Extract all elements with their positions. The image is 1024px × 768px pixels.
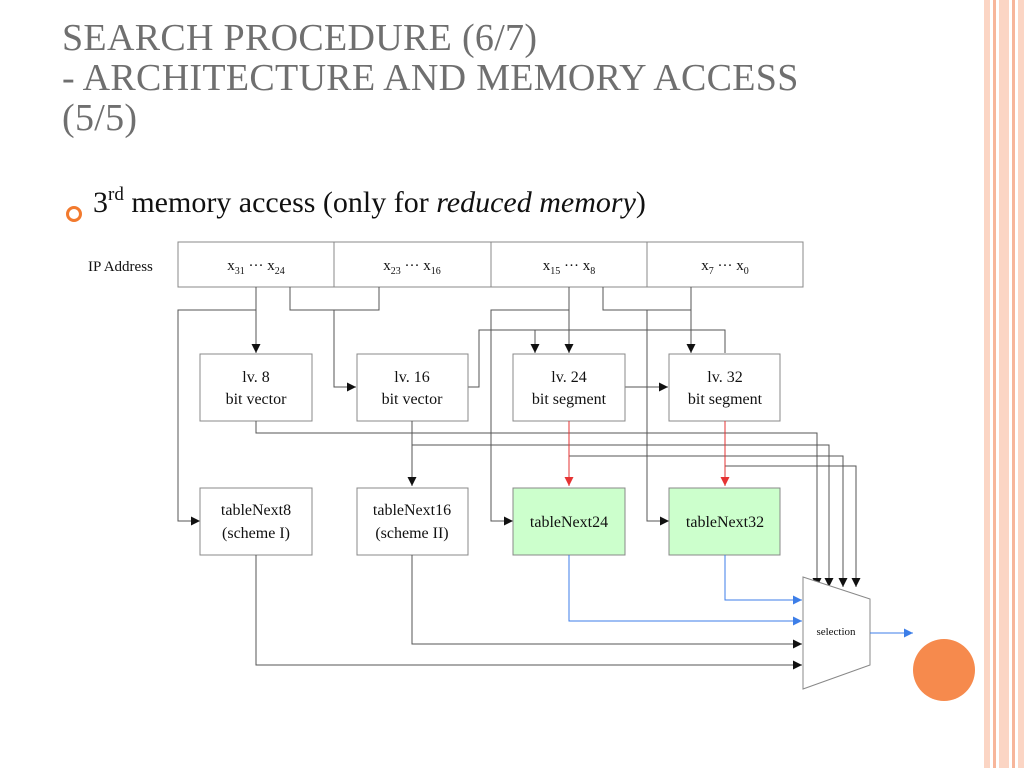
table-box-label: (scheme I) bbox=[222, 525, 290, 542]
bullet-prefix: 3 bbox=[93, 186, 108, 219]
connector-arrow bbox=[646, 310, 669, 526]
table-box-tablenext24 bbox=[512, 487, 626, 556]
stripe bbox=[1012, 0, 1015, 768]
stripe bbox=[984, 0, 990, 768]
bullet-suffix: ) bbox=[635, 186, 646, 219]
ip-field-box bbox=[177, 241, 335, 288]
connector-arrow bbox=[412, 444, 834, 587]
connector-arrow bbox=[255, 555, 802, 670]
ip-field-box bbox=[646, 241, 804, 288]
connector-line bbox=[289, 287, 380, 311]
level-box-label: bit segment bbox=[688, 391, 763, 408]
bullet-body: memory access (only for bbox=[123, 186, 437, 219]
bullet-icon bbox=[66, 206, 82, 222]
ip-field-box bbox=[490, 241, 648, 288]
slide-title: SEARCH PROCEDURE (6/7) - ARCHITECTURE AN… bbox=[62, 18, 942, 138]
level-box-label: bit vector bbox=[382, 391, 444, 408]
connector-arrow bbox=[468, 329, 540, 388]
level-box-lv8 bbox=[199, 353, 313, 422]
ip-field-box bbox=[333, 241, 492, 288]
decorative-stripes bbox=[984, 0, 1024, 768]
connector-arrow bbox=[177, 309, 256, 526]
ip-field-label: x23 ··· x16 bbox=[383, 258, 441, 277]
stripe bbox=[999, 0, 1009, 768]
level-box-label: lv. 16 bbox=[394, 369, 429, 386]
ip-field-label: x15 ··· x8 bbox=[543, 258, 596, 277]
title-line-3: (5/5) bbox=[62, 97, 138, 139]
connector-line bbox=[535, 329, 726, 353]
connector-arrow bbox=[255, 421, 822, 587]
ip-field-label: x7 ··· x0 bbox=[701, 258, 749, 277]
table-box-tablenext8 bbox=[199, 487, 313, 556]
title-line-2: - ARCHITECTURE AND MEMORY ACCESS bbox=[62, 57, 799, 99]
level-box-label: bit vector bbox=[226, 391, 288, 408]
connector-line bbox=[602, 287, 692, 311]
stripe bbox=[1018, 0, 1024, 768]
ip-field-label: x31 ··· x24 bbox=[227, 258, 285, 277]
connector-arrow bbox=[490, 309, 569, 526]
table-box-label: tableNext32 bbox=[686, 514, 764, 531]
table-box-label: tableNext24 bbox=[530, 514, 608, 531]
table-box-label: (scheme II) bbox=[375, 525, 448, 542]
connector-arrow bbox=[725, 465, 861, 587]
table-box-tablenext16 bbox=[356, 487, 469, 556]
table-box-label: tableNext8 bbox=[221, 502, 291, 519]
level-box-label: lv. 32 bbox=[707, 369, 742, 386]
level-box-lv32 bbox=[668, 353, 781, 422]
bullet-text: 3rd memory access (only for reduced memo… bbox=[93, 184, 646, 220]
decorative-circle bbox=[913, 639, 975, 701]
table-box-label: tableNext16 bbox=[373, 502, 451, 519]
selection-mux bbox=[802, 576, 871, 690]
title-line-1: SEARCH PROCEDURE (6/7) bbox=[62, 17, 538, 59]
level-box-lv16 bbox=[356, 353, 469, 422]
table-box-tablenext32 bbox=[668, 487, 781, 556]
level-box-label: bit segment bbox=[532, 391, 607, 408]
ip-address-label: IP Address bbox=[88, 259, 153, 275]
stripe bbox=[993, 0, 996, 768]
blue-connector-arrow bbox=[724, 555, 802, 605]
connector-arrow bbox=[411, 555, 802, 649]
level-box-lv24 bbox=[512, 353, 626, 422]
selection-label: selection bbox=[816, 626, 856, 638]
level-box-label: lv. 8 bbox=[242, 369, 269, 386]
blue-connector-arrow bbox=[568, 555, 802, 626]
bullet-superscript: rd bbox=[108, 184, 124, 205]
bullet-emphasis: reduced memory bbox=[436, 186, 636, 219]
level-box-label: lv. 24 bbox=[551, 369, 586, 386]
connector-arrow bbox=[333, 310, 356, 392]
